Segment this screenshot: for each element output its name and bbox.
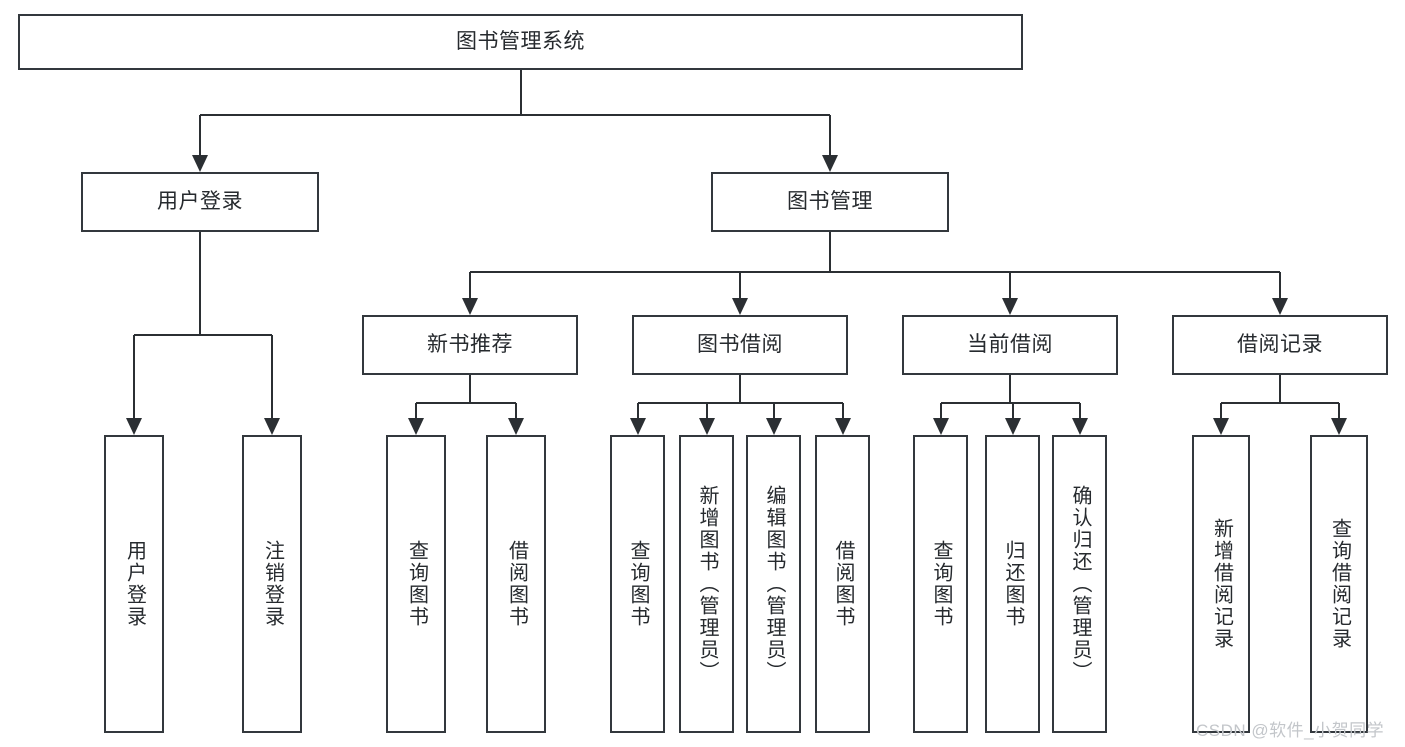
node-label: 编辑图书（管理员） xyxy=(763,485,785,683)
connector-drop xyxy=(415,403,417,418)
connector-drop xyxy=(271,335,273,418)
connector-stem xyxy=(1009,375,1011,403)
connector-drop xyxy=(1279,272,1281,298)
node-label: 查询图书 xyxy=(930,540,952,628)
connector-drop xyxy=(199,115,201,155)
node-leaf-query-book-1[interactable]: 查询图书 xyxy=(386,435,446,733)
arrowhead-icon xyxy=(126,418,142,435)
node-label: 新书推荐 xyxy=(427,332,513,356)
node-leaf-query-book-2[interactable]: 查询图书 xyxy=(610,435,665,733)
node-leaf-return-book[interactable]: 归还图书 xyxy=(985,435,1040,733)
node-root-book-management-system[interactable]: 图书管理系统 xyxy=(18,14,1023,70)
arrowhead-icon xyxy=(834,418,851,435)
connector-stem xyxy=(829,232,831,272)
connector-drop xyxy=(1011,403,1014,418)
node-new-book-recommend[interactable]: 新书推荐 xyxy=(362,315,578,375)
connector-stem xyxy=(199,232,201,335)
node-book-borrow[interactable]: 图书借阅 xyxy=(632,315,848,375)
node-label: 查询图书 xyxy=(405,540,428,628)
connector-drop xyxy=(705,403,708,418)
arrowhead-icon xyxy=(1213,418,1229,435)
connector-drop xyxy=(1338,403,1340,418)
node-borrow-record[interactable]: 借阅记录 xyxy=(1172,315,1388,375)
arrowhead-icon xyxy=(732,298,748,315)
node-label: 图书借阅 xyxy=(697,332,783,356)
node-label: 注销登录 xyxy=(261,540,284,628)
node-label: 用户登录 xyxy=(123,540,146,628)
connector-drop xyxy=(829,115,831,155)
node-label: 图书管理 xyxy=(787,189,873,213)
connector-bus xyxy=(134,334,272,336)
connector-drop xyxy=(841,403,844,418)
arrowhead-icon xyxy=(1331,418,1347,435)
node-user-login[interactable]: 用户登录 xyxy=(81,172,319,232)
node-label: 借阅记录 xyxy=(1237,332,1323,356)
connector-bus xyxy=(416,402,516,404)
connector-drop xyxy=(1009,272,1011,298)
node-leaf-user-login[interactable]: 用户登录 xyxy=(104,435,164,733)
node-current-borrow[interactable]: 当前借阅 xyxy=(902,315,1118,375)
arrowhead-icon xyxy=(264,418,280,435)
connector-drop xyxy=(636,403,639,418)
connector-drop xyxy=(1220,403,1222,418)
connector-stem xyxy=(1279,375,1281,403)
arrowhead-icon xyxy=(932,418,949,435)
connector-stem xyxy=(519,70,522,115)
node-leaf-add-book[interactable]: 新增图书（管理员） xyxy=(679,435,734,733)
node-leaf-add-record[interactable]: 新增借阅记录 xyxy=(1192,435,1250,733)
connector-bus xyxy=(470,271,1280,273)
node-leaf-query-book-3[interactable]: 查询图书 xyxy=(913,435,968,733)
arrowhead-icon xyxy=(462,298,478,315)
node-label: 当前借阅 xyxy=(967,332,1053,356)
connector-drop xyxy=(1078,403,1081,418)
arrowhead-icon xyxy=(1272,298,1288,315)
node-label: 新增借阅记录 xyxy=(1210,518,1233,650)
connector-drop xyxy=(739,272,741,298)
node-label: 查询借阅记录 xyxy=(1328,518,1351,650)
arrowhead-icon xyxy=(408,418,424,435)
arrowhead-icon xyxy=(698,418,715,435)
arrowhead-icon xyxy=(629,418,646,435)
node-leaf-borrow-book-1[interactable]: 借阅图书 xyxy=(486,435,546,733)
watermark-csdn: CSDN @软件_小贺同学 xyxy=(1196,721,1385,740)
node-leaf-logout[interactable]: 注销登录 xyxy=(242,435,302,733)
node-label: 借阅图书 xyxy=(832,540,854,628)
arrowhead-icon xyxy=(822,155,838,172)
connector-drop xyxy=(939,403,942,418)
node-book-management[interactable]: 图书管理 xyxy=(711,172,949,232)
arrowhead-icon xyxy=(1002,298,1018,315)
connector-drop xyxy=(133,335,135,418)
node-label: 新增图书（管理员） xyxy=(696,485,718,683)
arrowhead-icon xyxy=(1071,418,1088,435)
connector-drop xyxy=(469,272,471,298)
connector-bus xyxy=(200,114,830,116)
connector-bus xyxy=(637,402,843,404)
node-label: 用户登录 xyxy=(157,189,243,213)
connector-drop xyxy=(515,403,517,418)
node-label: 确认归还（管理员） xyxy=(1069,485,1091,683)
connector-stem xyxy=(469,375,471,403)
connector-bus xyxy=(940,402,1080,404)
node-label: 归还图书 xyxy=(1002,540,1024,628)
arrowhead-icon xyxy=(1004,418,1021,435)
node-leaf-borrow-book-2[interactable]: 借阅图书 xyxy=(815,435,870,733)
node-leaf-confirm-return[interactable]: 确认归还（管理员） xyxy=(1052,435,1107,733)
connector-bus xyxy=(1221,402,1339,404)
node-leaf-query-record[interactable]: 查询借阅记录 xyxy=(1310,435,1368,733)
arrowhead-icon xyxy=(192,155,208,172)
node-leaf-edit-book[interactable]: 编辑图书（管理员） xyxy=(746,435,801,733)
connector-drop xyxy=(772,403,775,418)
node-label: 图书管理系统 xyxy=(456,29,585,53)
arrowhead-icon xyxy=(765,418,782,435)
connector-stem xyxy=(739,375,741,403)
arrowhead-icon xyxy=(508,418,524,435)
node-label: 查询图书 xyxy=(627,540,649,628)
node-label: 借阅图书 xyxy=(505,540,528,628)
